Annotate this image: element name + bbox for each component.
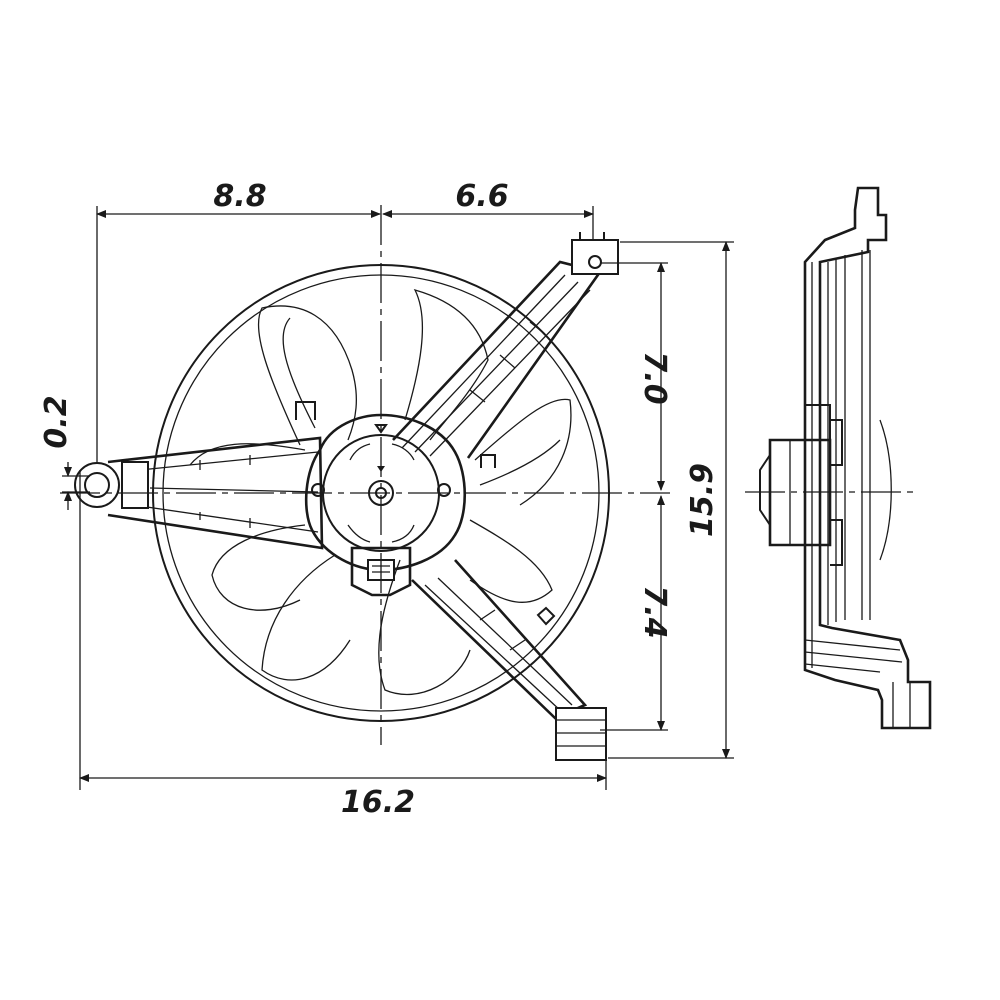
dimension-lines bbox=[62, 206, 734, 790]
upper-right-arm bbox=[392, 232, 619, 459]
dimension-labels: 8.8 6.6 16.2 7.0 7.4 15.9 0.2 bbox=[39, 179, 720, 820]
side-view bbox=[745, 186, 932, 730]
dim-label-lower-height: 7.4 bbox=[637, 585, 672, 638]
dim-label-overall-height: 15.9 bbox=[685, 463, 720, 537]
center-lines bbox=[60, 205, 670, 745]
dim-label-upper-height: 7.0 bbox=[637, 351, 672, 404]
dim-label-top-left: 8.8 bbox=[213, 179, 266, 214]
dim-label-offset: 0.2 bbox=[39, 395, 74, 448]
front-view bbox=[60, 205, 670, 761]
lower-right-arm bbox=[411, 559, 607, 761]
ring-brackets bbox=[295, 401, 556, 626]
fan-blades bbox=[189, 288, 572, 696]
dim-label-overall-width: 16.2 bbox=[341, 785, 415, 820]
dim-label-top-right: 6.6 bbox=[455, 179, 508, 214]
